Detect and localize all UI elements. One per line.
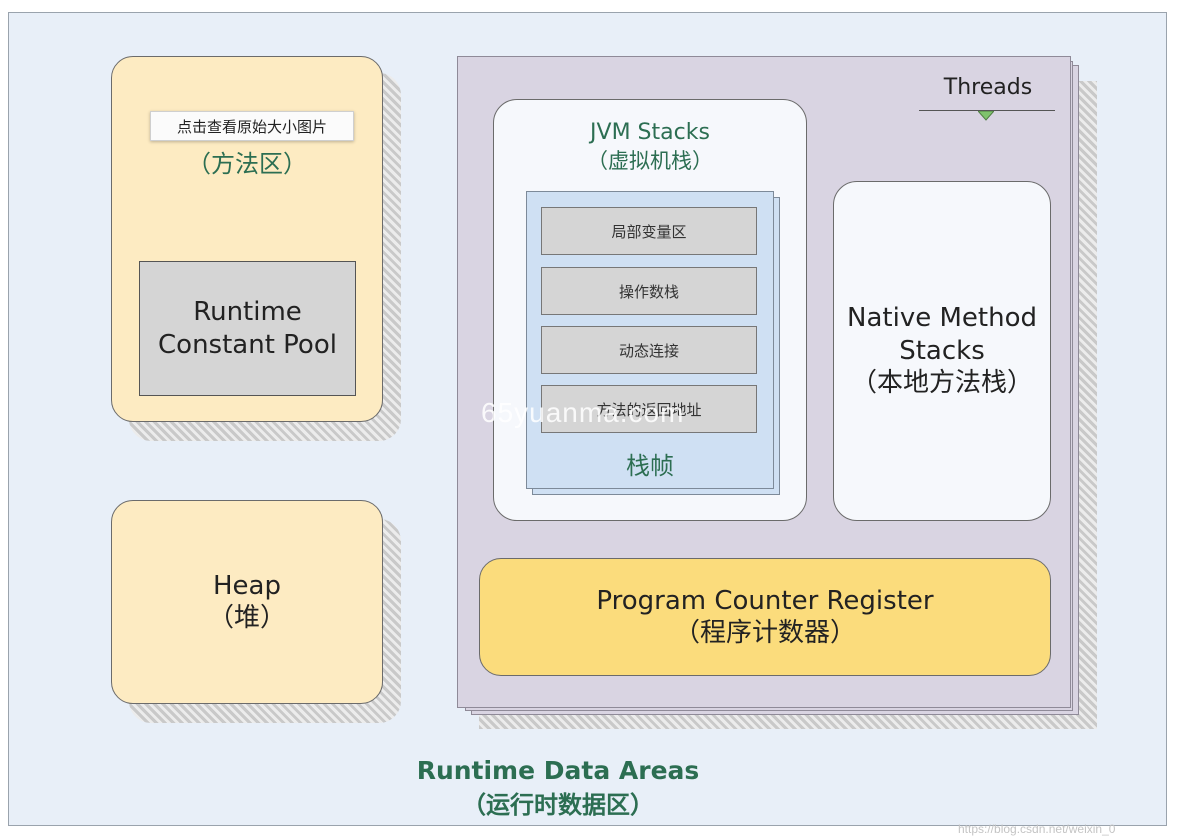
view-original-tooltip[interactable]: 点击查看原始大小图片 <box>150 111 354 141</box>
pool-line-1: Runtime <box>193 297 302 327</box>
pool-line-2: Constant Pool <box>158 329 337 360</box>
method-area-subtitle: （方法区） <box>187 149 307 178</box>
native-line-1: Native Method <box>847 303 1037 334</box>
heap-subtitle: （堆） <box>207 603 286 633</box>
jvm-stacks-title: JVM Stacks <box>590 119 710 145</box>
tooltip-text: 点击查看原始大小图片 <box>176 117 327 136</box>
frame-slot-local-variables: 局部变量区 <box>541 207 757 255</box>
threads-pointer-icon <box>978 111 994 121</box>
watermark: 65yuanma.com <box>481 397 685 428</box>
threads-label: Threads <box>943 74 1033 100</box>
heap-title: Heap <box>213 570 281 601</box>
pcr-subtitle: （程序计数器） <box>673 618 856 648</box>
frame-slot-return-address: 方法的返回地址 <box>541 385 757 433</box>
frame-slot-dynamic-linking: 动态连接 <box>541 326 757 374</box>
native-line-2: Stacks <box>899 335 985 366</box>
credit-watermark: https://blog.csdn.net/weixin_0 <box>958 822 1116 836</box>
runtime-data-areas-subtitle: （运行时数据区） <box>462 790 654 819</box>
pcr-title: Program Counter Register <box>596 585 934 616</box>
runtime-constant-pool: Runtime Constant Pool <box>139 261 356 396</box>
native-subtitle: （本地方法栈） <box>850 368 1033 399</box>
program-counter-register-panel: Program Counter Register （程序计数器） <box>479 558 1051 676</box>
runtime-data-areas-title: Runtime Data Areas <box>416 755 700 785</box>
native-method-stacks-panel: Native Method Stacks （本地方法栈） <box>833 181 1051 521</box>
heap-panel: Heap （堆） <box>111 500 383 704</box>
jvm-stacks-subtitle: （虚拟机栈） <box>587 149 713 173</box>
frame-slot-operand-stack: 操作数栈 <box>541 267 757 315</box>
stack-frame-label: 栈帧 <box>626 451 674 480</box>
diagram-canvas: 点击查看原始大小图片 （方法区） Runtime Constant Pool H… <box>8 12 1167 826</box>
